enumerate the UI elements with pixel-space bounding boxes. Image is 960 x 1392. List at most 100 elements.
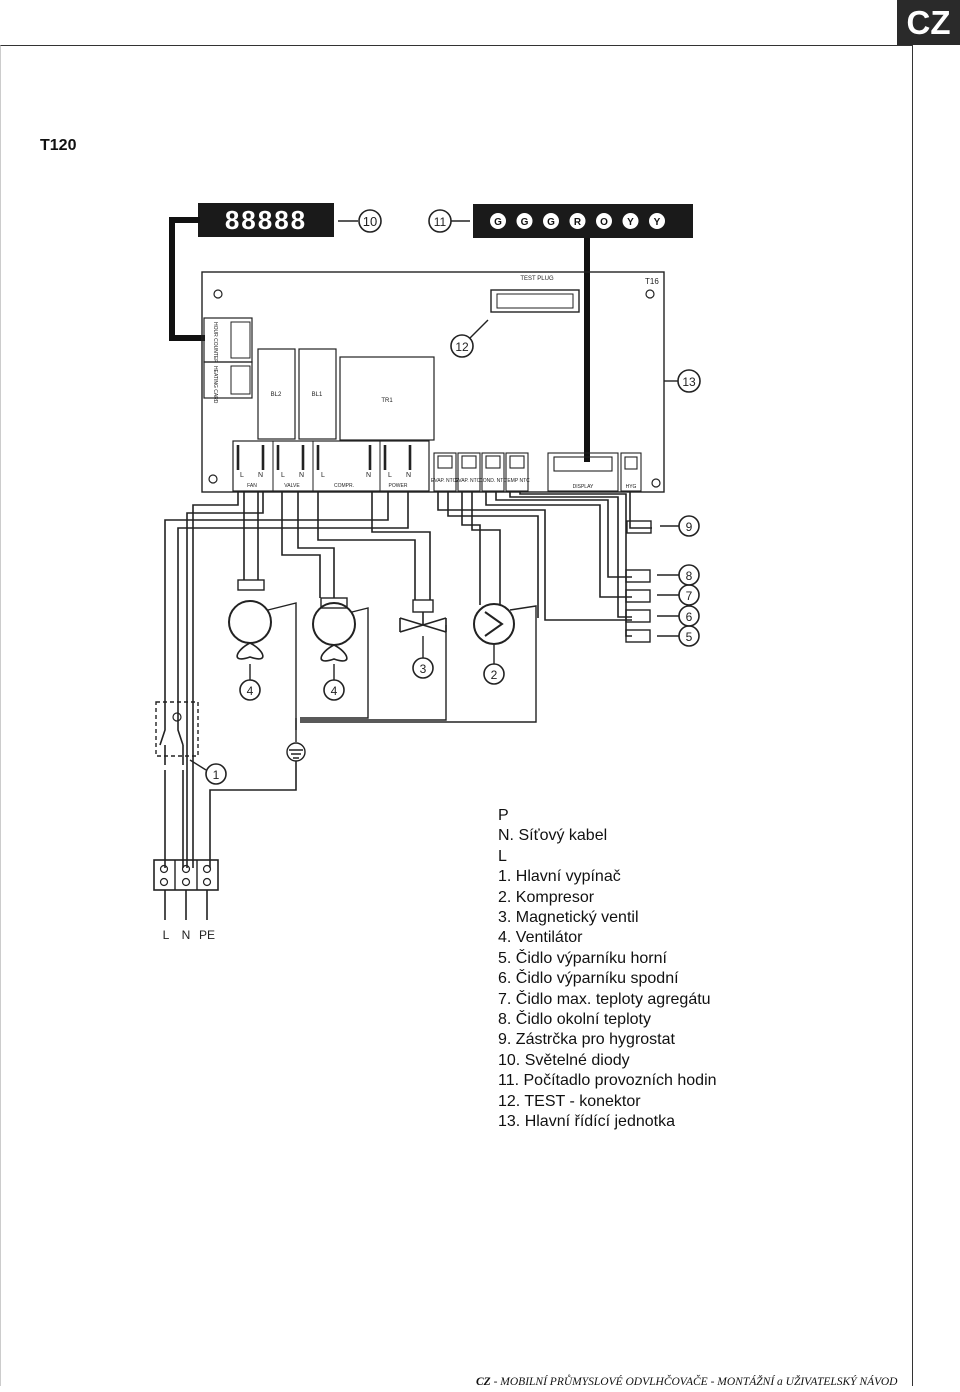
svg-text:DISPLAY: DISPLAY xyxy=(573,484,594,490)
legend-item: 6. Čidlo výparníku spodní xyxy=(498,970,679,988)
callout-9: 9 xyxy=(660,515,700,537)
led-label: Y xyxy=(654,217,661,228)
svg-text:L: L xyxy=(240,472,244,479)
counter-wire xyxy=(169,217,205,341)
svg-text:8: 8 xyxy=(686,569,693,583)
callout-12: 12 xyxy=(450,319,489,358)
svg-text:6: 6 xyxy=(686,610,693,624)
led-label: G xyxy=(547,217,555,228)
page-footer: CZ - MOBILNÍ PRŮMYSLOVÉ ODVLHČOVAČE - MO… xyxy=(476,1376,898,1388)
svg-text:BL2: BL2 xyxy=(271,392,282,398)
svg-text:2: 2 xyxy=(491,668,498,682)
terminal-block xyxy=(232,440,430,492)
fan-motor-1 xyxy=(228,579,297,730)
svg-text:BL1: BL1 xyxy=(312,392,323,398)
svg-text:5: 5 xyxy=(686,630,693,644)
legend-item: 12. TEST - konektor xyxy=(498,1092,641,1110)
mains-PE-label: PE xyxy=(199,928,215,942)
svg-text:L: L xyxy=(321,472,325,479)
callout-4b: 4 xyxy=(323,664,345,701)
led-indicator xyxy=(543,213,559,229)
test-plug xyxy=(490,289,580,313)
svg-text:N: N xyxy=(258,472,263,479)
svg-text:COMPR.: COMPR. xyxy=(334,483,354,489)
legend-item: 11. Počítadlo provozních hodin xyxy=(498,1072,717,1090)
test-plug-label: TEST PLUG xyxy=(520,276,554,282)
legend-item: N. Síťový kabel xyxy=(498,827,608,845)
svg-text:10: 10 xyxy=(363,214,377,229)
svg-text:HYG: HYG xyxy=(626,484,637,490)
led-indicator xyxy=(596,213,612,229)
svg-text:EVAP. NTC1: EVAP. NTC1 xyxy=(455,478,483,484)
svg-text:13: 13 xyxy=(682,375,696,389)
led-indicator xyxy=(622,213,639,229)
main-switch xyxy=(155,700,199,868)
svg-text:7: 7 xyxy=(686,589,693,603)
hour-counter-digits: 88888 xyxy=(225,205,307,235)
language-tab: CZ xyxy=(897,0,960,45)
hour-counter-display xyxy=(198,203,334,237)
callout-7: 7 xyxy=(678,584,700,606)
led-label: Y xyxy=(627,217,634,228)
legend-item: 9. Zástrčka pro hygrostat xyxy=(498,1031,675,1049)
svg-text:11: 11 xyxy=(434,215,447,229)
callout-10: 11 xyxy=(428,209,470,233)
led-indicator xyxy=(516,213,533,229)
svg-text:L: L xyxy=(388,472,392,479)
svg-text:4: 4 xyxy=(247,684,254,698)
svg-text:3: 3 xyxy=(420,662,427,676)
heating-card-label: HEATING CARD xyxy=(212,366,218,404)
led-indicator xyxy=(490,213,506,229)
svg-text:VALVE: VALVE xyxy=(284,483,300,489)
legend-item: L xyxy=(498,847,507,865)
mains-N-label: N xyxy=(182,928,191,942)
svg-text:9: 9 xyxy=(686,520,693,534)
led-label: G xyxy=(521,217,529,228)
svg-text:L: L xyxy=(281,472,285,479)
callout-5: 5 xyxy=(678,625,700,647)
svg-text:POWER: POWER xyxy=(389,483,408,489)
legend-item: P xyxy=(498,807,509,824)
hour-counter-socket-label: HOUR COUNTER xyxy=(212,322,218,363)
callout-3: 3 xyxy=(412,636,434,679)
mains-terminal-strip xyxy=(153,859,219,920)
callout-2: 2 xyxy=(483,645,505,685)
svg-text:EVAP. NTC2: EVAP. NTC2 xyxy=(431,478,459,484)
callout-13: 13 xyxy=(664,369,701,393)
main-board xyxy=(201,271,665,493)
legend-item: 13. Hlavní řídící jednotka xyxy=(498,1113,675,1131)
callout-11: 10 xyxy=(338,209,382,233)
led-label: G xyxy=(494,217,502,228)
svg-text:N: N xyxy=(299,472,304,479)
fan-motor-2 xyxy=(300,597,369,719)
legend-item: 10. Světelné diody xyxy=(498,1051,630,1069)
legend-item: 3. Magnetický ventil xyxy=(498,909,639,927)
led-label: R xyxy=(574,217,582,228)
legend-item: 8. Čidlo okolní teploty xyxy=(498,1011,651,1029)
svg-text:TR1: TR1 xyxy=(381,398,393,404)
legend-item: 7. Čidlo max. teploty agregátu xyxy=(498,990,711,1008)
legend-item: 1. Hlavní vypínač xyxy=(498,868,621,886)
page-frame xyxy=(0,45,913,1386)
svg-text:COND. NTC: COND. NTC xyxy=(479,478,507,484)
callout-8: 8 xyxy=(678,564,700,586)
mains-L-label: L xyxy=(163,928,170,942)
svg-text:1: 1 xyxy=(213,768,220,782)
svg-text:TEMP NTC: TEMP NTC xyxy=(504,478,530,484)
legend-item: 4. Ventilátor xyxy=(498,929,583,947)
svg-text:4: 4 xyxy=(331,684,338,698)
led-indicator xyxy=(649,213,665,229)
callout-4a: 4 xyxy=(239,664,261,701)
led-label: O xyxy=(600,217,608,228)
board-label: T16 xyxy=(645,277,659,286)
svg-text:FAN: FAN xyxy=(247,483,257,489)
svg-text:12: 12 xyxy=(455,340,469,354)
solenoid-valve xyxy=(300,599,447,721)
compressor xyxy=(300,603,537,723)
callout-1: 1 xyxy=(189,759,227,785)
legend-item: 5. Čidlo výparníku horní xyxy=(498,949,667,967)
model-title: T120 xyxy=(40,137,77,154)
ground-symbol xyxy=(209,718,306,868)
